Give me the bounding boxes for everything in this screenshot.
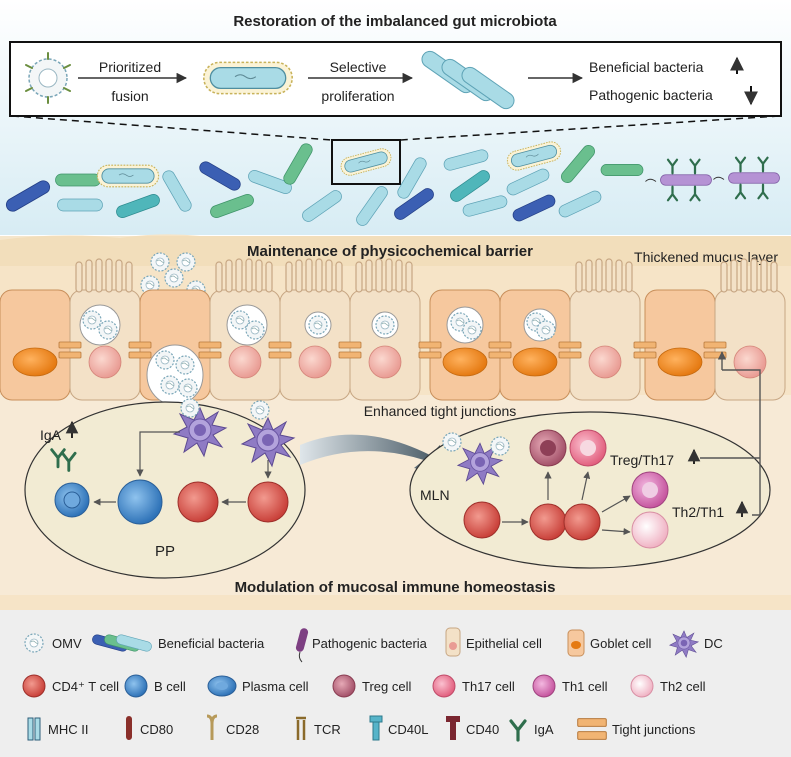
legend-label-beneficial: Beneficial bacteria	[158, 636, 265, 651]
legend-label-cd28: CD28	[226, 722, 259, 737]
legend-cd80-icon	[126, 716, 132, 740]
legend-pathogenic-icon	[295, 628, 309, 663]
legend-cd40-icon	[446, 716, 460, 740]
pp-label: PP	[155, 543, 175, 560]
legend-label-goblet: Goblet cell	[590, 636, 652, 651]
top-title: Restoration of the imbalanced gut microb…	[233, 13, 557, 30]
legend-label-cd40: CD40	[466, 722, 499, 737]
legend-label-th1: Th1 cell	[562, 679, 608, 694]
mechanism-box	[9, 41, 782, 117]
legend-label-treg: Treg cell	[362, 679, 411, 694]
legend-goblet-icon	[567, 629, 585, 657]
beneficial-label: Beneficial bacteria	[589, 59, 704, 75]
omv-icon	[25, 52, 71, 104]
th2-cell	[631, 511, 669, 549]
legend-cd28-icon	[206, 714, 218, 740]
zoom-box	[331, 139, 401, 185]
peyers-patch	[24, 401, 306, 579]
migration-arrow	[300, 434, 445, 475]
tcell-pp-1	[177, 481, 219, 523]
pathogenic-label: Pathogenic bacteria	[589, 87, 713, 103]
legend-tcell-icon	[22, 674, 46, 698]
barrier-title: Maintenance of physicochemical barrier	[247, 243, 533, 260]
legend-label-tcr: TCR	[314, 722, 341, 737]
tcell-mln-3	[563, 503, 601, 541]
bottom-title: Modulation of mucosal immune homeostasis	[235, 579, 556, 596]
legend-label-plasma: Plasma cell	[242, 679, 309, 694]
legend-tcr-icon	[296, 716, 306, 740]
step1-line2: fusion	[111, 88, 148, 104]
legend-label-omv: OMV	[52, 636, 82, 651]
legend-th1-icon	[532, 674, 556, 698]
legend-mhc2-icon	[27, 717, 41, 741]
legend-th2-icon	[630, 674, 654, 698]
mln-label: MLN	[420, 487, 450, 503]
tight-junction-label: Enhanced tight junctions	[364, 403, 517, 419]
legend-epithelial-icon	[445, 627, 461, 657]
legend-label-pathogenic: Pathogenic bacteria	[312, 636, 428, 651]
treg-th17-label: Treg/Th17	[610, 452, 674, 468]
b-cell-pp	[117, 479, 163, 525]
legend-plasma-icon	[207, 675, 237, 697]
legend-label-epithelial: Epithelial cell	[466, 636, 542, 651]
tcell-mln-2	[529, 503, 567, 541]
legend-label-dc: DC	[704, 636, 723, 651]
legend-th17-icon	[432, 674, 456, 698]
legend-label-tight-junctions: Tight junctions	[612, 722, 696, 737]
legend-bcell-icon	[124, 674, 148, 698]
legend-label-tcell: CD4⁺ T cell	[52, 679, 119, 694]
legend-label-iga: IgA	[534, 722, 554, 737]
legend-label-cd80: CD80	[140, 722, 173, 737]
fused-bacterium	[203, 61, 293, 95]
step1-line1: Prioritized	[99, 59, 161, 75]
legend-label-mhc2: MHC II	[48, 722, 88, 737]
legend-label-bcell: B cell	[154, 679, 186, 694]
legend-label-th2: Th2 cell	[660, 679, 706, 694]
lumen-background	[0, 0, 791, 235]
th2-th1-label: Th2/Th1	[672, 504, 724, 520]
legend-treg-icon	[332, 674, 356, 698]
step2-line1: Selective	[330, 59, 387, 75]
legend-label-cd40l: CD40L	[388, 722, 428, 737]
step2-line2: proliferation	[321, 88, 394, 104]
tcell-mln-1	[463, 501, 501, 539]
legend-cd40l-icon	[369, 715, 383, 741]
tcell-pp-2	[247, 481, 289, 523]
legend-label-th17: Th17 cell	[462, 679, 515, 694]
epithelial-omvs	[79, 304, 557, 406]
iga-label: IgA	[40, 427, 62, 443]
legend-omv	[24, 633, 44, 653]
